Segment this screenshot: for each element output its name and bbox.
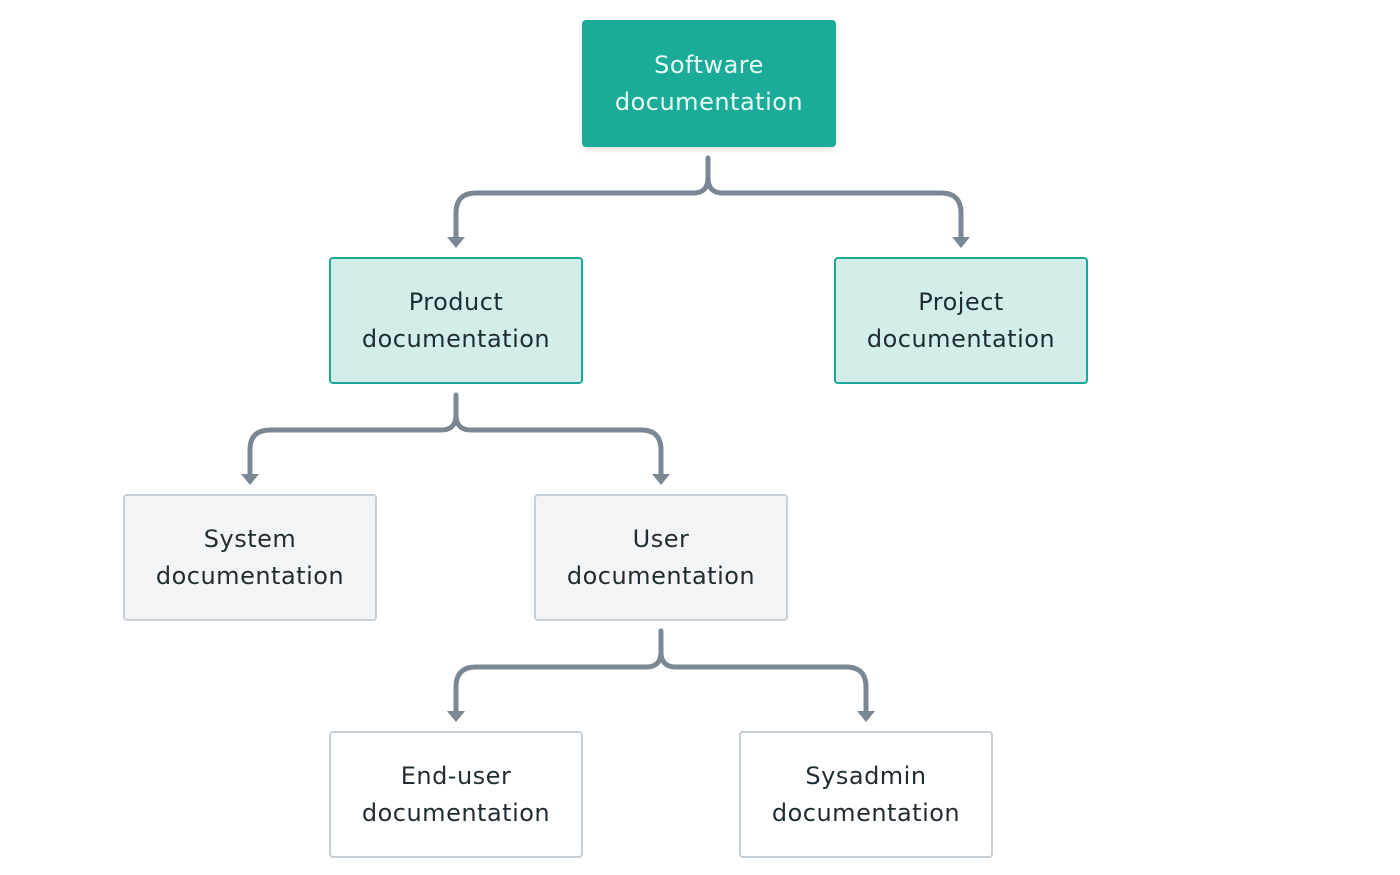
arrowhead-project [952, 237, 970, 248]
node-label-line1: Project [918, 287, 1004, 316]
node-system-documentation: System documentation [123, 494, 377, 621]
node-label-line1: End-user [400, 761, 512, 790]
node-label-line1: Sysadmin [805, 761, 927, 790]
node-label-line2: documentation [361, 798, 551, 827]
arrowhead-product [447, 237, 465, 248]
node-product-documentation: Product documentation [329, 257, 583, 384]
connector-root-children [447, 155, 970, 248]
arrowhead-system [241, 474, 259, 485]
node-label-line2: documentation [361, 324, 551, 353]
node-label-line1: Product [408, 287, 504, 316]
node-label-line2: documentation [155, 561, 345, 590]
node-sysadmin-documentation: Sysadmin documentation [739, 731, 993, 858]
arrowhead-sysadmin [857, 711, 875, 722]
connector-user-to-sysadmin [658, 649, 869, 715]
connector-user-to-enduser [453, 628, 664, 715]
node-software-documentation: Software documentation [582, 20, 836, 147]
connector-product-children [241, 392, 670, 485]
node-label-line2: documentation [771, 798, 961, 827]
connector-product-to-system [247, 392, 459, 478]
connector-root-to-product [453, 155, 711, 241]
node-label-line2: documentation [614, 87, 804, 116]
node-user-documentation: User documentation [534, 494, 788, 621]
connector-product-to-user [453, 412, 664, 478]
connector-user-children [447, 628, 875, 722]
node-label-line2: documentation [566, 561, 756, 590]
node-end-user-documentation: End-user documentation [329, 731, 583, 858]
node-project-documentation: Project documentation [834, 257, 1088, 384]
arrowhead-user [652, 474, 670, 485]
arrowhead-enduser [447, 711, 465, 722]
node-label-line2: documentation [866, 324, 1056, 353]
node-label-line1: System [203, 524, 297, 553]
node-label-line1: User [632, 524, 690, 553]
connector-root-to-project [705, 175, 964, 241]
node-label-line1: Software [654, 50, 764, 79]
